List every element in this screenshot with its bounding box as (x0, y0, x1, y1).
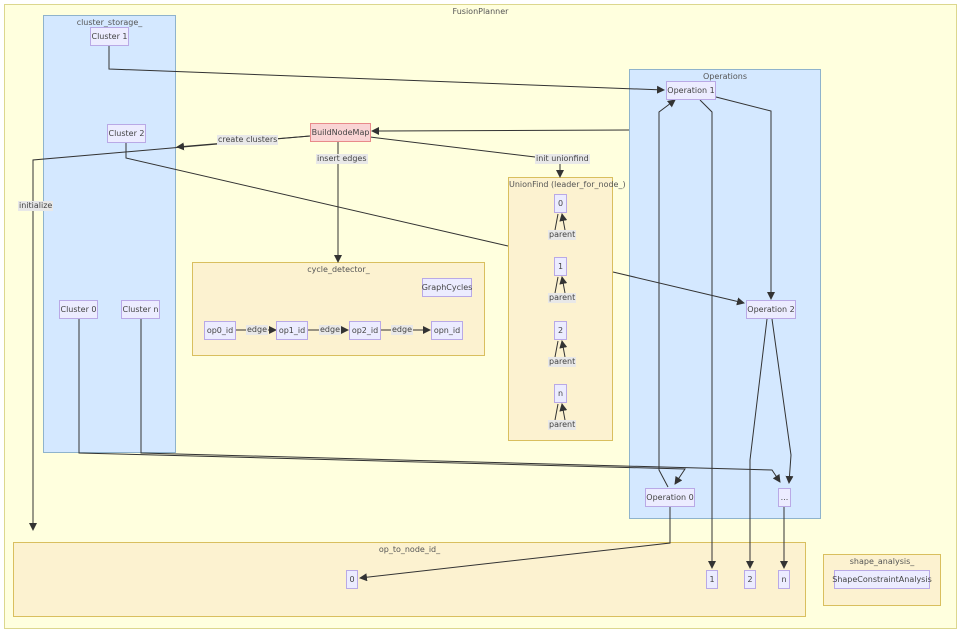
node-label: ShapeConstraintAnalysis (832, 575, 932, 584)
cluster-storage-title: cluster_storage_ (76, 18, 143, 27)
node-label: op1_id (278, 326, 306, 335)
edge-op2-map2 (746, 318, 768, 569)
edge-op1-map1 (699, 99, 716, 569)
node-label: BuildNodeMap (311, 128, 370, 137)
unionfind-title: UnionFind (leader_for_node_) (509, 180, 626, 189)
node-buildnodemap[interactable]: BuildNodeMap (310, 123, 371, 142)
node-label: 1 (557, 262, 564, 271)
label-init-unionfind: init unionfind (535, 154, 590, 164)
node-op0-id[interactable]: op0_id (204, 321, 236, 340)
cycle-detector-group: cycle_detector_ (192, 262, 485, 356)
node-label: Cluster 2 (108, 129, 145, 138)
node-label: n (781, 575, 787, 584)
label-edge-1: edge (246, 325, 268, 335)
node-uf-0[interactable]: 0 (554, 194, 567, 213)
edge-operations-buildnodemap (371, 126, 630, 135)
edge-uf1-parent (555, 277, 565, 294)
node-label: op0_id (206, 326, 234, 335)
node-label: Cluster 1 (91, 32, 128, 41)
label-edge-2: edge (319, 325, 341, 335)
edge-cluster0-op0 (78, 318, 686, 485)
label-parent-1: parent (548, 293, 577, 303)
node-operation-2[interactable]: Operation 2 (746, 300, 796, 319)
node-label: 2 (557, 326, 564, 335)
fusionplanner-title: FusionPlanner (452, 7, 509, 16)
label-initialize: initialize (18, 201, 54, 211)
label-edge-3: edge (391, 325, 413, 335)
node-label: 0 (349, 575, 355, 584)
node-label: Operation 1 (667, 86, 715, 95)
node-label: op2_id (351, 326, 379, 335)
node-op2-id[interactable]: op2_id (349, 321, 381, 340)
edge-cluster2-op2 (125, 143, 744, 303)
cycle-detector-title: cycle_detector_ (307, 265, 370, 274)
node-uf-n[interactable]: n (554, 384, 567, 403)
edge-uf0-parent (555, 214, 565, 231)
cluster-storage-group: cluster_storage_ (43, 15, 176, 453)
node-label: Cluster n (122, 305, 159, 314)
node-operation-0[interactable]: Operation 0 (645, 488, 695, 507)
node-map-0[interactable]: 0 (346, 570, 358, 589)
node-label: n (557, 389, 564, 398)
shape-analysis-title: shape_analysis_ (849, 557, 915, 566)
node-operation-1[interactable]: Operation 1 (666, 81, 716, 100)
node-shapeconstraintanalysis[interactable]: ShapeConstraintAnalysis (832, 570, 932, 589)
node-op1-id[interactable]: op1_id (276, 321, 308, 340)
label-parent-2: parent (548, 357, 577, 367)
node-label: Operation 0 (646, 493, 694, 502)
edge-initialize (29, 135, 311, 531)
node-cluster-n[interactable]: Cluster n (121, 300, 160, 319)
label-parent-0: parent (548, 230, 577, 240)
edge-clustern-dots (140, 318, 781, 483)
node-uf-2[interactable]: 2 (554, 321, 567, 340)
node-map-2[interactable]: 2 (744, 570, 756, 589)
node-cluster-0[interactable]: Cluster 0 (59, 300, 98, 319)
edge-op2-dots (771, 318, 794, 484)
node-graphcycles[interactable]: GraphCycles (422, 278, 472, 297)
node-label: 1 (709, 575, 715, 584)
node-label: opn_id (433, 326, 461, 335)
edge-ufn-parent (555, 404, 565, 421)
node-uf-1[interactable]: 1 (554, 257, 567, 276)
op-to-node-id-title: op_to_node_id_ (378, 545, 441, 554)
node-cluster-1[interactable]: Cluster 1 (90, 27, 129, 46)
operations-title: Operations (703, 72, 747, 81)
node-cluster-2[interactable]: Cluster 2 (107, 124, 146, 143)
label-insert-edges: insert edges (316, 154, 368, 164)
node-map-1[interactable]: 1 (706, 570, 718, 589)
edge-op0-op1 (658, 99, 676, 488)
node-label: GraphCycles (421, 283, 473, 292)
node-opn-id[interactable]: opn_id (431, 321, 463, 340)
edge-init-unionfind (369, 136, 564, 178)
node-label: 0 (557, 199, 564, 208)
op-to-node-id-group: op_to_node_id_ (13, 542, 806, 617)
edge-op1-op2 (715, 96, 775, 300)
node-label: Operation 2 (747, 305, 795, 314)
edge-uf2-parent (555, 341, 565, 358)
node-label: 2 (747, 575, 753, 584)
node-operation-dots[interactable]: ... (778, 488, 791, 507)
label-parent-n: parent (548, 420, 577, 430)
label-create-clusters: create clusters (217, 135, 279, 145)
edge-cluster1-op1 (108, 46, 665, 94)
node-label: ... (780, 493, 789, 502)
edge-op0-map0 (359, 507, 671, 582)
node-label: Cluster 0 (60, 305, 97, 314)
node-map-n[interactable]: n (778, 570, 790, 589)
